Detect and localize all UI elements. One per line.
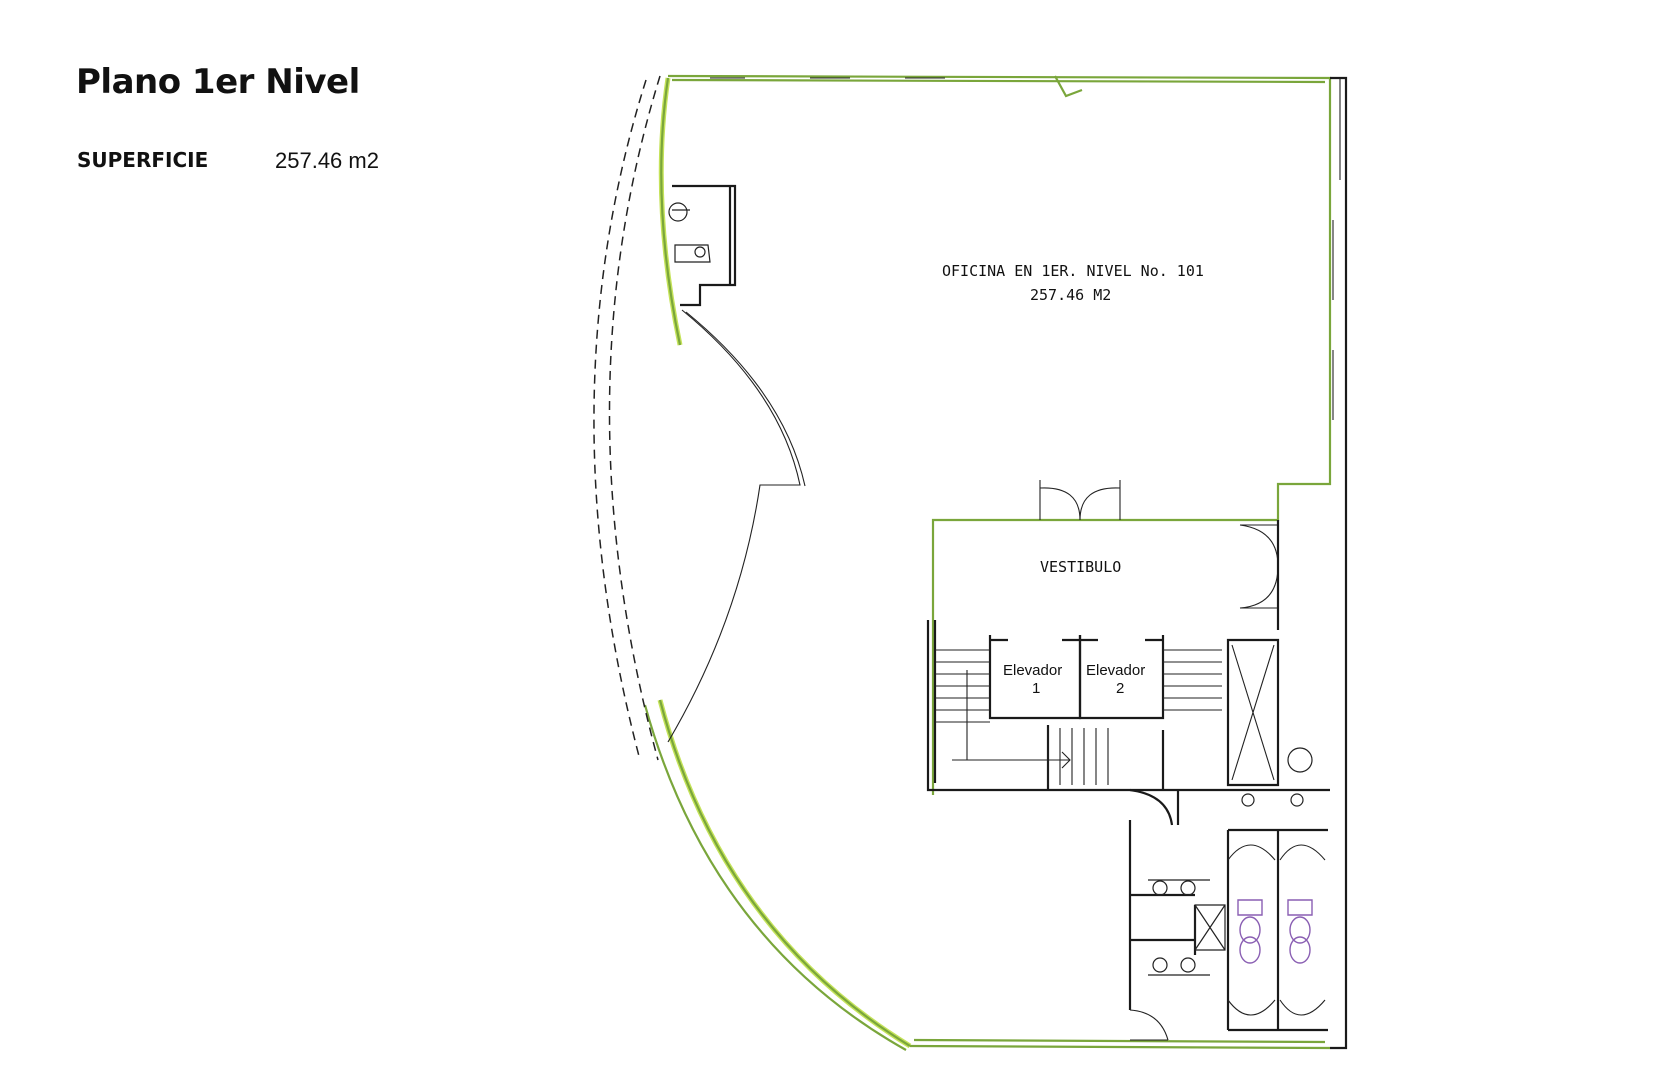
office-area-label: 257.46 M2 (1030, 286, 1111, 304)
side-door (1239, 520, 1280, 630)
elevator-1-label: Elevador (1003, 662, 1062, 679)
lobby-label: VESTIBULO (1040, 558, 1121, 576)
office-double-door (1039, 480, 1121, 521)
area-label: SUPERFICIE (77, 148, 209, 172)
shaft (1226, 638, 1313, 787)
curved-facade (593, 75, 912, 1051)
outer-walls (667, 74, 1348, 1050)
office-name-label: OFICINA EN 1ER. NIVEL No. 101 (942, 262, 1204, 280)
elevator-2-label: Elevador (1086, 662, 1145, 679)
small-restroom (668, 184, 737, 307)
elevator-1-number: 1 (1032, 680, 1040, 697)
restrooms (1128, 788, 1328, 1041)
page-title: Plano 1er Nivel (76, 62, 360, 102)
area-value: 257.46 m2 (275, 148, 379, 173)
stairs (935, 649, 1222, 785)
elevator-2-number: 2 (1116, 680, 1124, 697)
